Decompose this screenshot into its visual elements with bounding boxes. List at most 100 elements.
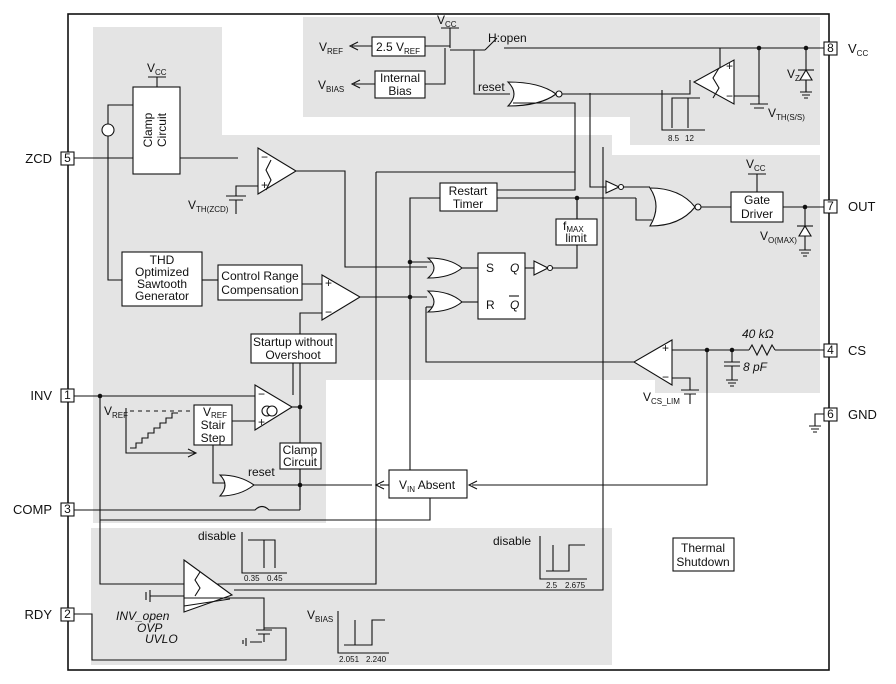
svg-text:H:open: H:open (488, 31, 527, 45)
svg-text:Clamp: Clamp (283, 443, 318, 457)
svg-text:VO(MAX): VO(MAX) (760, 229, 797, 245)
svg-text:−: − (325, 305, 332, 319)
svg-text:40 kΩ: 40 kΩ (742, 327, 774, 341)
zener-vo-max: VO(MAX) (760, 207, 813, 257)
svg-text:VCC: VCC (437, 13, 457, 29)
svg-text:disable: disable (198, 529, 236, 543)
svg-text:12: 12 (685, 134, 694, 143)
vref-stair-step-block: VREF Stair Step (193, 404, 233, 484)
pin-gnd[interactable]: 6 GND (823, 407, 877, 422)
startup-block: Startup without Overshoot (250, 333, 337, 364)
vin-absent-block: VIN Absent (100, 350, 708, 521)
svg-text:Internal: Internal (380, 71, 420, 85)
zener-vz: VZ (787, 67, 814, 99)
svg-text:Gate: Gate (744, 193, 770, 207)
rdy-transistor (74, 613, 287, 661)
q-buffer (533, 195, 580, 276)
svg-text:VTH(S/S): VTH(S/S) (768, 106, 805, 122)
svg-text:+: + (726, 59, 733, 73)
svg-text:Shutdown: Shutdown (676, 555, 729, 569)
svg-text:VREF: VREF (319, 40, 343, 56)
cs-comparator: + − VCS_LIM (425, 307, 699, 406)
svg-text:UVLO: UVLO (145, 632, 178, 646)
clamp-circuit-top: Clamp Circuit VCC (132, 61, 181, 175)
rdy-comparator: INV_open OVP UVLO (116, 558, 265, 646)
pwm-comparator: + − (299, 274, 427, 505)
svg-text:6: 6 (827, 407, 834, 421)
svg-text:0.45: 0.45 (267, 574, 283, 583)
hysteresis-rdy: VBIAS 2.051 2.240 (307, 608, 389, 664)
svg-text:0.35: 0.35 (244, 574, 260, 583)
svg-text:VTH(ZCD): VTH(ZCD) (188, 198, 229, 214)
svg-text:VCC: VCC (848, 41, 868, 58)
svg-text:R: R (486, 298, 495, 312)
svg-text:OVP: OVP (137, 621, 162, 635)
svg-text:reset: reset (248, 465, 275, 479)
svg-text:limit: limit (565, 231, 587, 245)
svg-text:disable: disable (493, 534, 531, 548)
pin-vcc[interactable]: 8 VCC (823, 41, 868, 58)
svg-text:INV_open: INV_open (116, 609, 170, 623)
svg-text:+: + (325, 276, 332, 290)
svg-text:2: 2 (64, 607, 71, 621)
bus-left (210, 171, 575, 585)
pin-zcd-label: ZCD (25, 151, 52, 166)
svg-text:−: − (662, 370, 669, 384)
error-amplifier: − + (231, 363, 303, 431)
h-open-switch: H:open VCC (437, 13, 527, 51)
svg-text:2.240: 2.240 (366, 655, 387, 664)
pin-rdy-label: RDY (25, 607, 53, 622)
svg-text:−: − (726, 89, 733, 103)
svg-text:VZ: VZ (787, 67, 800, 83)
svg-text:THD: THD (150, 253, 175, 267)
pin-inv[interactable]: 1 INV (30, 388, 75, 403)
svg-text:Generator: Generator (135, 289, 189, 303)
fmax-limit-block: fMAX limit (555, 197, 636, 246)
thd-generator-block: THD Optimized Sawtooth Generator (107, 158, 218, 307)
svg-text:VBIAS: VBIAS (318, 78, 344, 94)
svg-text:Clamp: Clamp (141, 112, 155, 147)
pin-inv-label: INV (30, 388, 52, 403)
control-range-block: Control Range Compensation (217, 264, 322, 301)
cs-input: 40 kΩ 8 pF (672, 327, 824, 387)
svg-text:2.5 VREF: 2.5 VREF (376, 40, 420, 56)
pin-comp[interactable]: 3 COMP (13, 502, 75, 517)
svg-text:1: 1 (64, 388, 71, 402)
svg-text:Optimized: Optimized (135, 265, 189, 279)
svg-text:VCC: VCC (147, 61, 167, 77)
inv-input (74, 393, 255, 585)
comp-input (74, 469, 303, 511)
restart-timer-block: Restart Timer (405, 182, 577, 480)
svg-text:2.051: 2.051 (339, 655, 360, 664)
ready-zone (91, 528, 612, 665)
svg-text:2.5: 2.5 (546, 581, 558, 590)
vcc-supply-zone (303, 17, 820, 145)
svg-text:3: 3 (64, 502, 71, 516)
clamp-circuit-mid: Clamp Circuit (279, 442, 322, 470)
pin-out[interactable]: 7 OUT (823, 199, 876, 214)
svg-text:VCC: VCC (746, 157, 766, 173)
svg-text:Control Range: Control Range (221, 269, 299, 283)
svg-text:Sawtooth: Sawtooth (137, 277, 187, 291)
svg-text:+: + (662, 341, 669, 355)
hysteresis-zcd: disable 0.35 0.45 (198, 529, 287, 583)
svg-text:+: + (261, 178, 268, 192)
vref-stair-graphic: VREF (104, 404, 198, 458)
svg-text:VCS_LIM: VCS_LIM (643, 390, 680, 406)
zcd-comparator: − + VTH(ZCD) (188, 147, 427, 268)
svg-text:Bias: Bias (388, 84, 411, 98)
pin-cs[interactable]: 4 CS (823, 343, 866, 358)
svg-text:5: 5 (64, 151, 71, 165)
pin-zcd[interactable]: 5 ZCD (25, 151, 75, 166)
bus-right (234, 147, 604, 591)
pin-out-label: OUT (848, 199, 876, 214)
thermal-shutdown-block: Thermal Shutdown (672, 537, 735, 572)
pin-rdy[interactable]: 2 RDY (25, 607, 75, 622)
svg-text:8 pF: 8 pF (743, 360, 768, 374)
reset-nor-gate: reset (472, 50, 691, 191)
chip-outline (67, 13, 830, 671)
svg-text:VREF: VREF (104, 404, 128, 420)
svg-text:Startup without: Startup without (253, 335, 334, 349)
pin-comp-label: COMP (13, 502, 52, 517)
